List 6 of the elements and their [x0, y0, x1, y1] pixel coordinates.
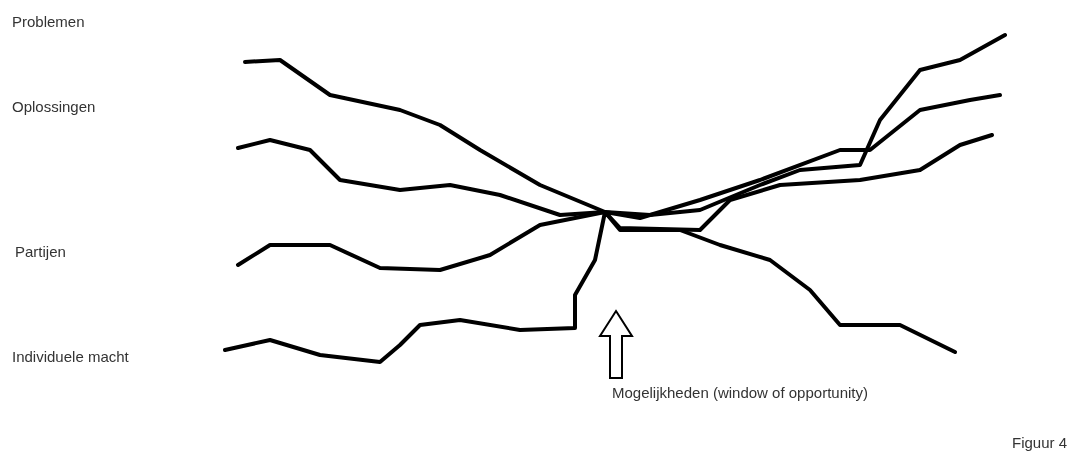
label-text: Mogelijkheden (window of opportunity): [612, 383, 869, 403]
label-text: Figuur 4: [1012, 433, 1069, 453]
label-text: Individuele macht: [12, 347, 130, 367]
label-text: Oplossingen: [12, 97, 97, 117]
label-text: Problemen: [12, 12, 86, 32]
label-text: Partijen: [15, 242, 67, 262]
